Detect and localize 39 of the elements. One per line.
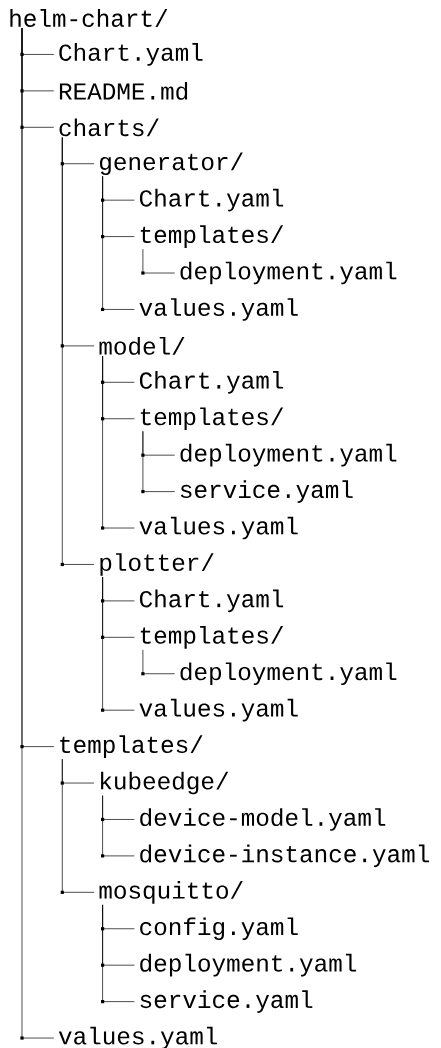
tree-connector — [101, 355, 135, 530]
folder-name: charts/ — [59, 118, 159, 137]
folder-name: model/ — [99, 336, 185, 355]
tree-connector — [141, 430, 176, 494]
file-name: Chart.yaml — [139, 371, 284, 394]
folder-name: templates/ — [140, 626, 284, 649]
file-name: deployment.yaml — [180, 261, 397, 285]
tree-connector — [141, 649, 176, 676]
folder-name: generator/ — [100, 152, 243, 176]
file-name: Chart.yaml — [59, 43, 203, 66]
folder-name: helm-chart/ — [10, 9, 168, 27]
file-name: deployment.yaml — [180, 443, 397, 467]
tree-connector — [101, 795, 135, 858]
tree-connector — [101, 175, 135, 312]
file-name: deployment.yaml — [140, 953, 357, 977]
file-name: service.yaml — [180, 480, 353, 503]
tree-connector — [141, 248, 176, 275]
folder-name: templates/ — [140, 407, 284, 431]
tree-connector — [20, 27, 55, 1040]
folder-name: templates/ — [60, 735, 203, 758]
file-name: Chart.yaml — [139, 589, 284, 613]
folder-name: plotter/ — [100, 553, 214, 576]
file-name: values.yaml — [139, 698, 298, 722]
file-name: README.md — [59, 81, 188, 100]
file-name: config.yaml — [140, 917, 298, 941]
file-name: device-model.yaml — [140, 808, 386, 831]
folder-name: mosquitto/ — [99, 881, 243, 904]
file-name: Chart.yaml — [139, 188, 284, 212]
tree-connector — [60, 758, 95, 894]
file-name: values.yaml — [139, 298, 298, 321]
tree-connector — [101, 904, 135, 1004]
file-name: service.yaml — [140, 990, 313, 1013]
file-name: device-instance.yaml — [140, 844, 429, 868]
file-name: values.yaml — [139, 516, 298, 540]
file-name: deployment.yaml — [180, 662, 397, 686]
folder-name: kubeedge/ — [101, 771, 229, 795]
tree-connector — [60, 137, 95, 567]
folder-name: templates/ — [140, 225, 284, 248]
tree-connector — [101, 576, 135, 712]
